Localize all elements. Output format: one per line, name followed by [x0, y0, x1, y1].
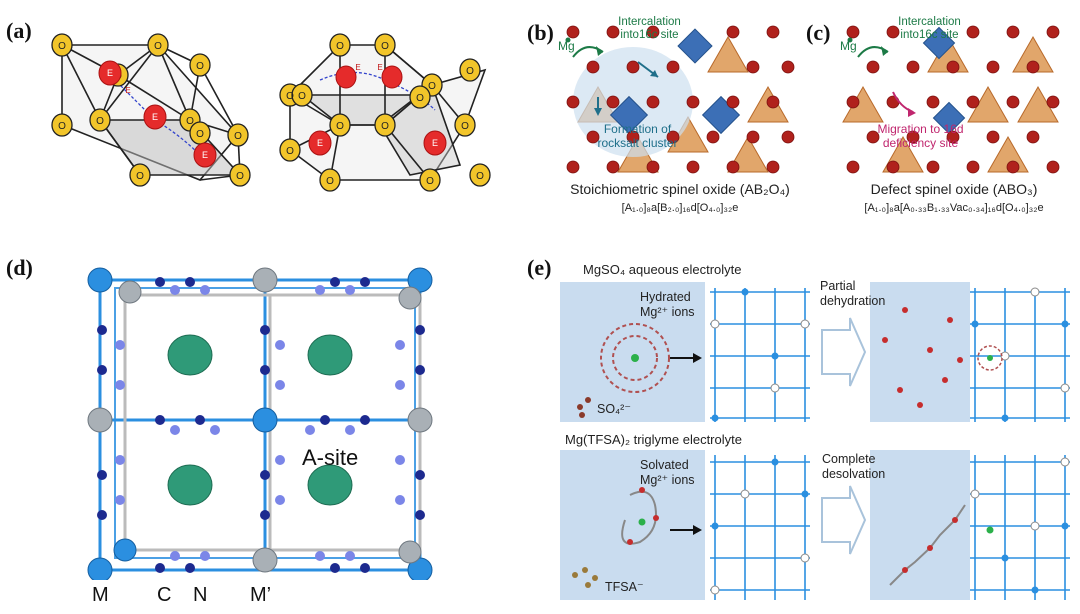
svg-text:O: O: [136, 171, 144, 182]
intercalation-label-b: Intercalation into16c site: [618, 16, 681, 41]
formula-b: [A₁.₀]₈a[B₂.₀]₁₆d[O₄.₀]₃₂e: [621, 202, 739, 214]
panel-label-b: (b): [527, 20, 554, 45]
legend-M: M: [92, 584, 109, 606]
svg-text:O: O: [461, 121, 469, 132]
panel-label-a: (a): [6, 18, 32, 43]
legend-C: C: [157, 584, 172, 606]
svg-text:O: O: [286, 146, 294, 157]
svg-text:O: O: [58, 41, 66, 52]
svg-text:E: E: [125, 86, 130, 95]
svg-text:E: E: [107, 68, 113, 78]
panel-label-e: (e): [527, 255, 552, 280]
oxygen-atoms: [51, 33, 491, 192]
svg-text:O: O: [428, 81, 436, 92]
panel-a-octahedra: OO OO OO OO OO O OO OO OO OO OO OO OO E …: [51, 33, 491, 192]
svg-text:O: O: [416, 93, 424, 104]
metal-M-spheres: [87, 267, 433, 580]
panel-d-prussian-blue-lattice: A-site: [87, 267, 433, 580]
svg-text:O: O: [154, 41, 162, 52]
svg-text:O: O: [196, 129, 204, 140]
svg-text:O: O: [476, 171, 484, 182]
svg-text:O: O: [326, 176, 334, 187]
formula-c: [A₁.₀]₈a[A₀.₃₃B₁.₃₃Vac₀.₃₄]₁₆d[O₄.₀]₃₂e: [864, 202, 1044, 214]
svg-text:O: O: [336, 41, 344, 52]
svg-text:O: O: [286, 91, 294, 102]
svg-text:E: E: [355, 63, 360, 72]
a-site-label: A-site: [302, 445, 358, 470]
cation-atoms: [98, 60, 447, 168]
panel-b-spinel-lattice: Mg: [558, 25, 795, 174]
panel-c-defect-lattice: Mg: [840, 25, 1060, 174]
svg-text:O: O: [234, 131, 242, 142]
svg-text:O: O: [381, 121, 389, 132]
sulfate-label: SO₄²⁻: [597, 402, 631, 416]
svg-text:O: O: [381, 41, 389, 52]
svg-text:O: O: [336, 121, 344, 132]
caption-c: Defect spinel oxide (ABO₃): [870, 181, 1038, 197]
hydrated-mg-cluster: [600, 323, 670, 393]
mg-label-b: Mg: [558, 39, 575, 53]
svg-text:E: E: [432, 138, 438, 148]
svg-text:E: E: [317, 138, 323, 148]
solvated-ion-label: Solvated Mg²⁺ ions: [640, 458, 695, 487]
partial-dehydration-label: Partial dehydration: [820, 279, 886, 308]
svg-text:O: O: [236, 171, 244, 182]
svg-text:O: O: [426, 176, 434, 187]
intercalation-label-c: Intercalation into16c site: [898, 16, 961, 41]
mg-label-c: Mg: [840, 39, 857, 53]
a-site-spheres: [167, 334, 353, 506]
legend-N: N: [193, 584, 208, 606]
caption-b: Stoichiometric spinel oxide (AB₂O₄): [570, 181, 790, 197]
svg-text:O: O: [58, 121, 66, 132]
panel-label-c: (c): [806, 20, 831, 45]
migration-label: Migration to 16d deficiency site: [877, 122, 964, 150]
svg-text:O: O: [186, 116, 194, 127]
svg-text:O: O: [196, 61, 204, 72]
cyanide-ligands: [97, 277, 425, 573]
svg-text:E: E: [202, 150, 208, 160]
panel-label-d: (d): [6, 255, 33, 280]
svg-text:O: O: [96, 116, 104, 127]
oxygen-spheres: [566, 25, 795, 174]
svg-text:O: O: [298, 91, 306, 102]
hydrated-ion-label: Hydrated Mg²⁺ ions: [640, 290, 695, 319]
e-bottom-title: Mg(TFSA)₂ triglyme electrolyte: [565, 432, 742, 447]
svg-text:O: O: [466, 66, 474, 77]
legend-M-prime: M’: [250, 584, 272, 606]
panel-e-electrolyte-diagram: [560, 282, 1070, 600]
tfsa-label: TFSA⁻: [605, 580, 644, 594]
complete-desolvation-label: Complete desolvation: [822, 452, 886, 481]
metal-M-prime-spheres: [87, 267, 433, 573]
formation-label: Formation of rocksalt cluster: [597, 122, 678, 150]
svg-text:E: E: [377, 63, 382, 72]
e-top-title: MgSO₄ aqueous electrolyte: [583, 262, 742, 277]
svg-text:E: E: [152, 112, 158, 122]
